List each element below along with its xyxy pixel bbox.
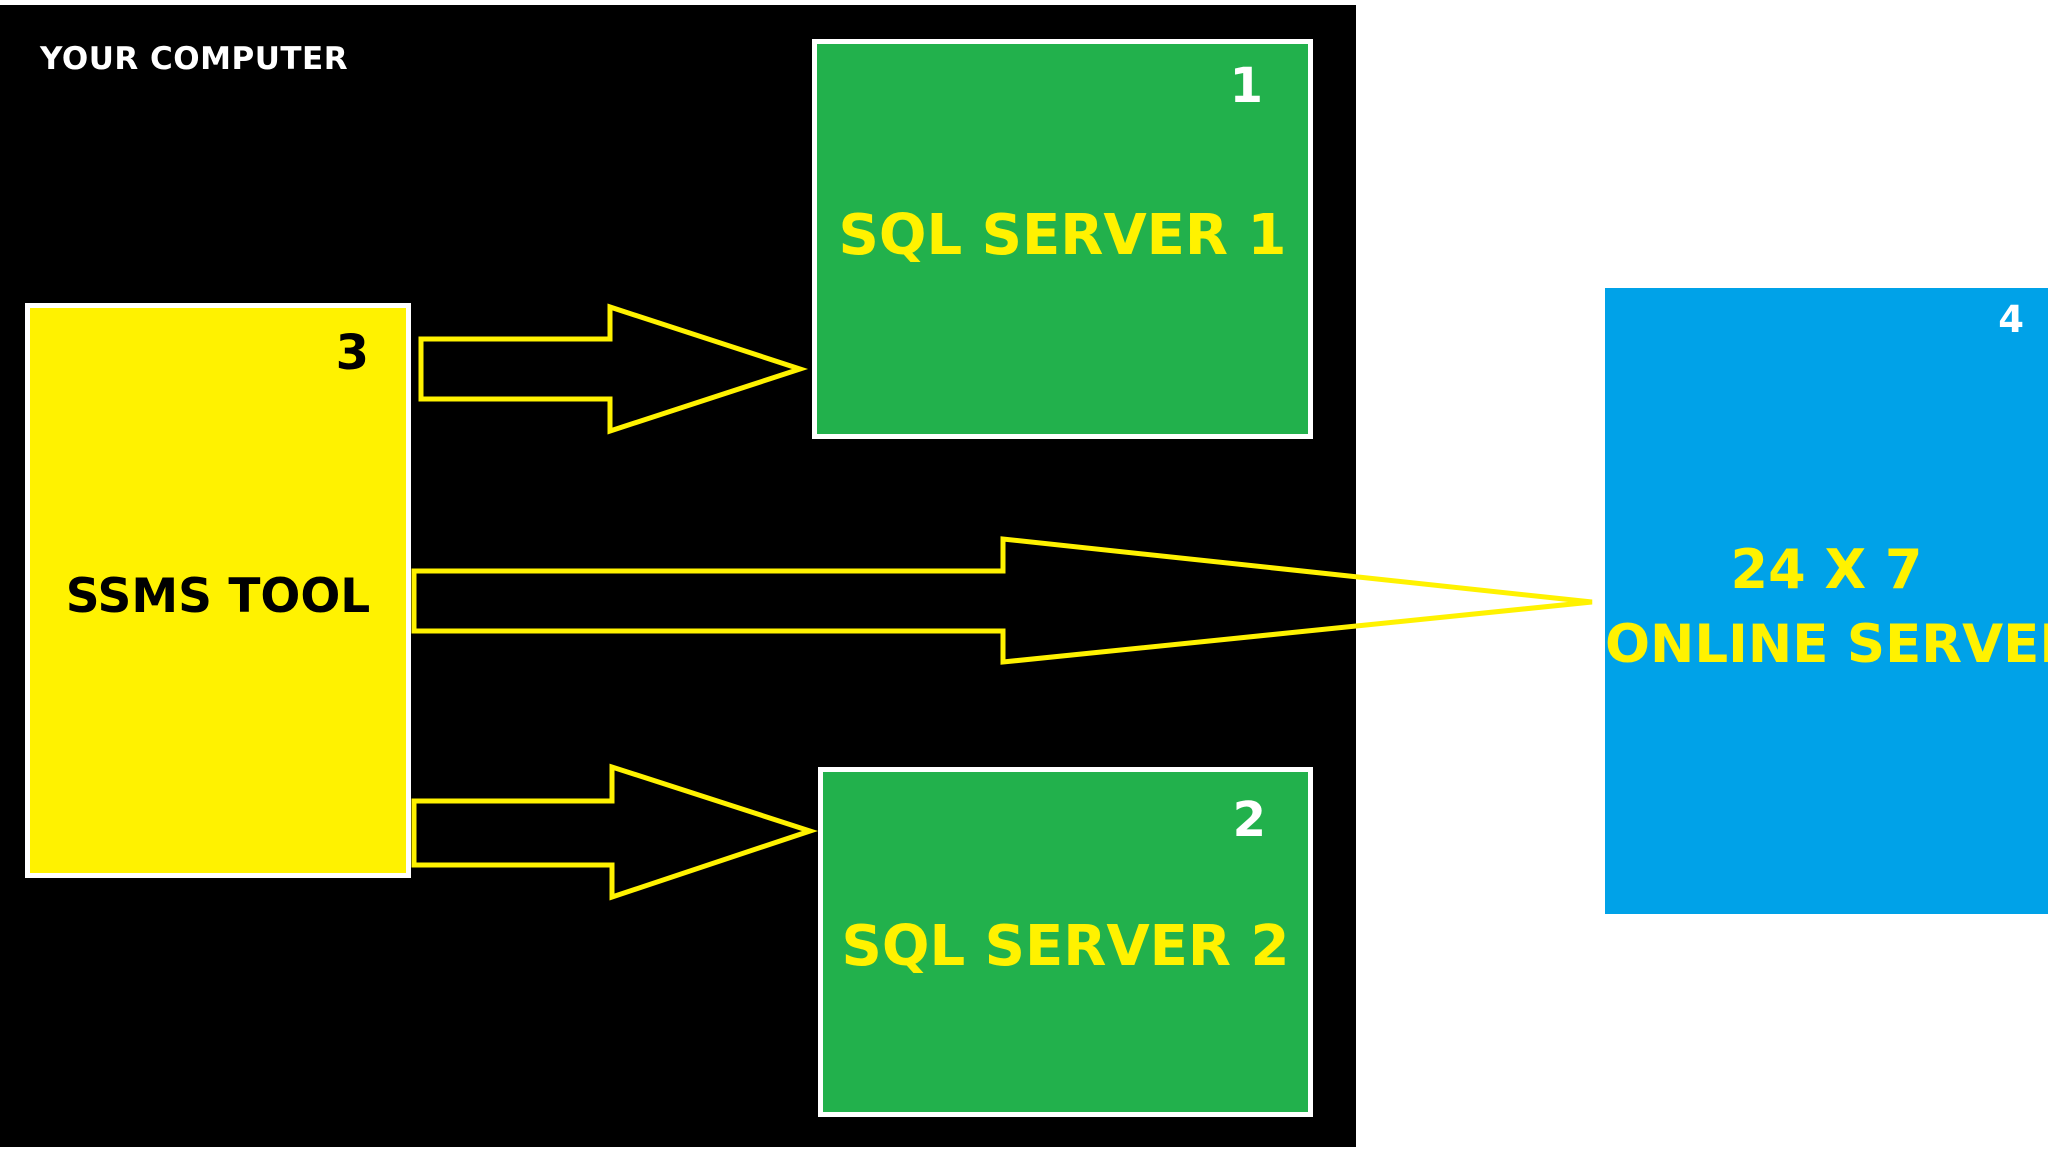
online-server-label-line-2: ONLINE SERVER (1605, 614, 2048, 675)
region-title: YOUR COMPUTER (40, 41, 349, 77)
box-number: 2 (1232, 792, 1266, 848)
box-number: 4 (1998, 298, 2024, 341)
online-server-label-line-1: 24 X 7 (1730, 538, 1923, 601)
sql-server-1-box: 1 SQL SERVER 1 (812, 39, 1313, 439)
ssms-tool-box: 3 SSMS TOOL (25, 303, 411, 878)
sql-server-2-label: SQL SERVER 2 (841, 914, 1290, 979)
online-server-box: 4 24 X 7 ONLINE SERVER (1605, 288, 2048, 914)
ssms-tool-label: SSMS TOOL (65, 569, 371, 624)
sql-server-2-box: 2 SQL SERVER 2 (818, 767, 1313, 1117)
sql-server-1-label: SQL SERVER 1 (838, 203, 1287, 268)
box-number: 3 (335, 325, 369, 381)
box-number: 1 (1229, 58, 1263, 114)
